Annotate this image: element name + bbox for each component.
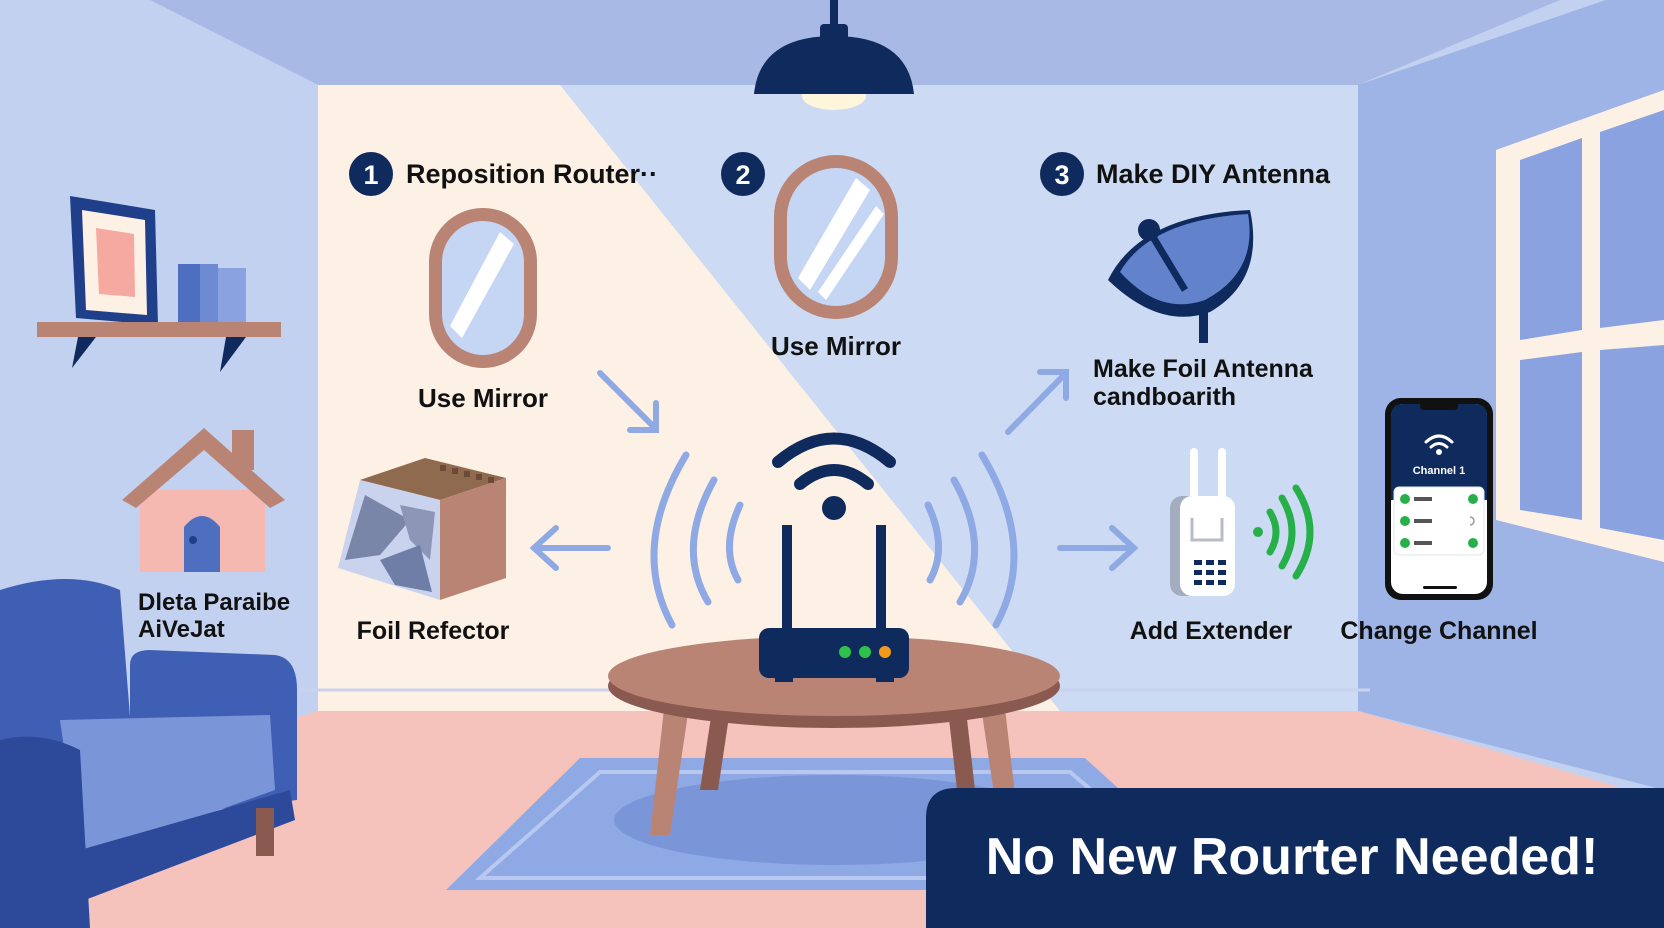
arrows xyxy=(529,369,1139,571)
led-green-2 xyxy=(859,646,871,658)
house-icon xyxy=(122,428,285,572)
channel-list xyxy=(1400,494,1478,548)
step-3-header: 3 Make DIY Antenna xyxy=(1040,152,1331,196)
step-1-badge xyxy=(349,152,393,196)
banner: No New Rourter Needed! xyxy=(926,788,1664,928)
wall-shelf xyxy=(37,196,281,372)
step-3-number: 3 xyxy=(1054,160,1069,190)
wifi-icon xyxy=(772,432,896,520)
mirror-1-icon xyxy=(429,208,537,368)
step-1-title: Reposition Router·· xyxy=(406,159,658,189)
arrow-up-right-icon xyxy=(1005,369,1069,435)
extender-label: Add Extender xyxy=(1130,617,1293,645)
mirror-1-label: Use Mirror xyxy=(418,383,548,413)
step-3-title: Make DIY Antenna xyxy=(1096,159,1331,189)
phone-channel-icon: Channel 1 xyxy=(1385,398,1493,600)
arrow-right-icon xyxy=(1057,525,1139,571)
arrow-down-right-icon xyxy=(597,370,659,433)
banner-text: No New Rourter Needed! xyxy=(986,828,1599,886)
step-1-header: 1 Reposition Router·· xyxy=(349,152,658,196)
foil-reflector-label: Foil Refector xyxy=(357,617,510,645)
window xyxy=(1496,90,1664,562)
step-1-number: 1 xyxy=(363,160,378,190)
mirror-2-icon xyxy=(774,155,898,319)
sofa xyxy=(0,579,297,928)
step-2-number: 2 xyxy=(735,160,750,190)
router-icon xyxy=(759,525,909,682)
phone-channel-text: Channel 1 xyxy=(1413,465,1466,477)
foil-antenna-label-line1: Make Foil Antenna xyxy=(1093,355,1314,383)
change-channel-label: Change Channel xyxy=(1340,617,1537,645)
foil-antenna-label-line2: candboarith xyxy=(1093,383,1236,411)
mirror-2-label: Use Mirror xyxy=(771,331,901,361)
satellite-dish-icon xyxy=(1108,210,1254,343)
ceiling-lamp-icon xyxy=(754,0,914,110)
step-2-badge xyxy=(721,152,765,196)
step-2-header: 2 xyxy=(721,152,765,196)
led-orange xyxy=(879,646,891,658)
green-signal-icon xyxy=(1253,484,1314,580)
house-label-line2: AiVeJat xyxy=(138,616,225,643)
wifi-extender-icon xyxy=(1170,448,1235,596)
step-3-badge xyxy=(1040,152,1084,196)
house-label-line1: Dleta Paraibe xyxy=(138,589,290,616)
led-green-1 xyxy=(839,646,851,658)
signal-waves-icon xyxy=(650,451,1018,629)
arrow-left-icon xyxy=(529,525,611,571)
foil-reflector-icon xyxy=(338,458,506,600)
